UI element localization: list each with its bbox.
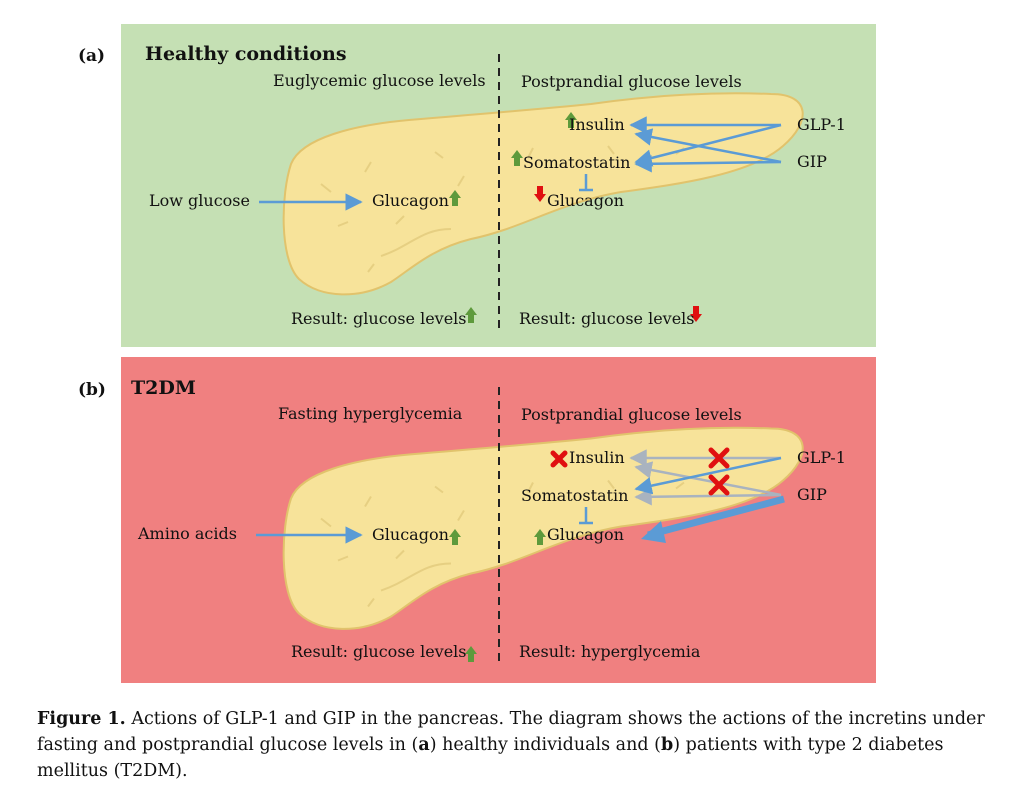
- result-right: Result: glucose levels: [519, 309, 695, 328]
- glucagon-right-label: Glucagon: [547, 525, 624, 544]
- gip-label: GIP: [797, 485, 827, 504]
- glp1-label: GLP-1: [797, 448, 846, 467]
- figure-label: Figure 1.: [37, 709, 126, 729]
- panel-a-healthy: Healthy conditions Euglycemic glucose le…: [121, 24, 876, 347]
- insulin-up-icon: [565, 112, 577, 128]
- gip-to-somatostatin-arrow: [634, 155, 782, 173]
- glucagon-left-up-icon: [449, 529, 461, 545]
- glucagon-up-icon: [534, 529, 546, 545]
- figure-caption: Figure 1. Actions of GLP-1 and GIP in th…: [37, 706, 997, 784]
- insulin-label: Insulin: [569, 448, 625, 467]
- panel-a-graphics: [259, 54, 876, 329]
- panel-b-label: (b): [78, 380, 106, 400]
- glucagon-left-label: Glucagon: [372, 525, 449, 544]
- panel-b-t2dm: T2DM Fasting hyperglycemia Postprandial …: [121, 357, 876, 683]
- gip-label: GIP: [797, 152, 827, 171]
- gip-to-insulin-arrow: [634, 128, 782, 164]
- glp1-label: GLP-1: [797, 115, 846, 134]
- left-header: Fasting hyperglycemia: [278, 404, 463, 423]
- right-header: Postprandial glucose levels: [521, 405, 742, 424]
- glucagon-right-label: Glucagon: [547, 191, 624, 210]
- caption-b: b: [660, 735, 674, 755]
- caption-text-1: Actions of GLP-1 and GIP in the pancreas…: [37, 709, 985, 755]
- glp1-to-somatostatin-arrow: [634, 123, 782, 167]
- glucagon-down-icon: [534, 186, 546, 202]
- panel-b-title: T2DM: [131, 377, 196, 399]
- insulin-label: Insulin: [569, 115, 625, 134]
- panel-a-label: (a): [78, 46, 106, 66]
- caption-a: a: [418, 735, 430, 755]
- caption-text-3: ) patients with type 2 diabetes mellitus…: [37, 735, 944, 781]
- cross-icon: [550, 447, 730, 496]
- glucagon-left-label: Glucagon: [372, 191, 449, 210]
- result-down-icon: [690, 306, 702, 322]
- right-header: Postprandial glucose levels: [521, 72, 742, 91]
- stimulus-label: Amino acids: [138, 524, 237, 543]
- result-up-icon: [465, 646, 477, 662]
- panel-a-title: Healthy conditions: [145, 43, 347, 65]
- somatostatin-up-icon: [511, 150, 523, 166]
- glucagon-up-icon: [449, 190, 461, 206]
- thick-arrowhead: [641, 521, 666, 543]
- result-left: Result: glucose levels: [291, 642, 467, 661]
- somatostatin-label: Somatostatin: [523, 153, 631, 172]
- gip-to-insulin-arrow-inactive: [634, 461, 782, 497]
- gip-to-somatostatin-arrow-inactive: [634, 488, 782, 506]
- glp1-to-somatostatin-arrow: [634, 456, 782, 495]
- left-header: Euglycemic glucose levels: [273, 71, 486, 90]
- pancreas-illustration: [284, 93, 803, 294]
- panel-b-graphics: [256, 387, 876, 662]
- somatostatin-label: Somatostatin: [521, 486, 629, 505]
- gip-to-glucagon-thick-arrow: [647, 495, 785, 539]
- caption-text-2: ) healthy individuals and (: [429, 735, 661, 755]
- result-up-icon: [465, 307, 477, 323]
- result-right: Result: hyperglycemia: [519, 642, 701, 661]
- stimulus-label: Low glucose: [149, 191, 250, 210]
- result-left: Result: glucose levels: [291, 309, 467, 328]
